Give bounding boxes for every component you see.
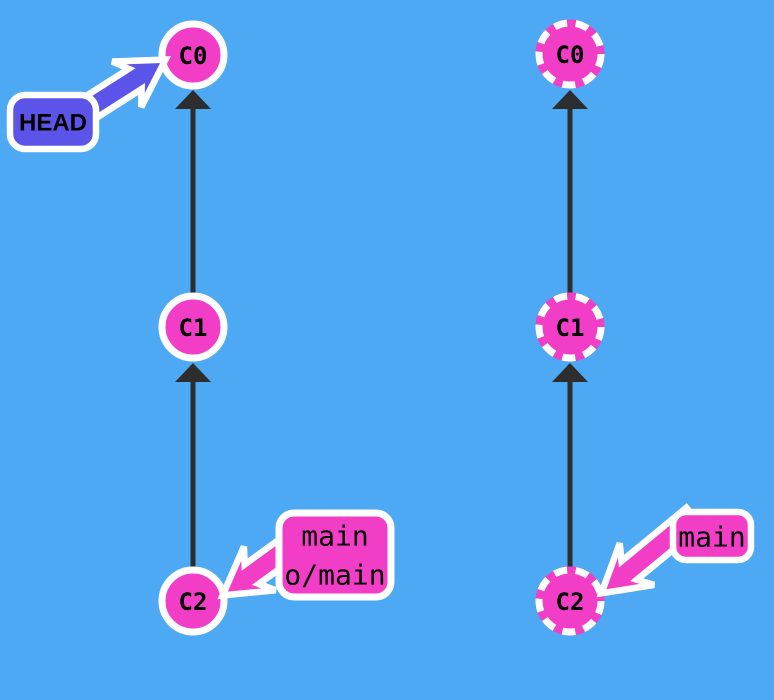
commit-node-right-c0 xyxy=(535,19,605,89)
commit-node-right-c1 xyxy=(535,292,605,362)
branch-badge-label-omain: o/main xyxy=(284,559,385,592)
commit-label: C2 xyxy=(556,588,585,616)
edge-arrowhead-icon xyxy=(552,90,588,109)
branch-badge-main-omain xyxy=(275,509,395,601)
branch-badge-label-main: main xyxy=(678,521,745,554)
commit-label: C0 xyxy=(556,41,585,69)
commit-label: C1 xyxy=(556,314,585,342)
branch-badge-main xyxy=(669,508,755,564)
branch-badge-label-main: main xyxy=(301,520,368,553)
commit-node-left-c0 xyxy=(158,20,228,90)
commit-node-left-c2 xyxy=(158,566,228,636)
edge-arrowhead-icon xyxy=(175,363,211,382)
edge-arrowhead-icon xyxy=(552,363,588,382)
head-badge xyxy=(6,91,100,153)
commit-label: C1 xyxy=(179,314,208,342)
commit-node-left-c1 xyxy=(158,292,228,362)
head-badge-label: HEAD xyxy=(19,110,87,137)
commit-node-right-c2 xyxy=(535,566,605,636)
commit-label: C0 xyxy=(179,42,208,70)
edge-arrowhead-icon xyxy=(175,90,211,109)
commit-label: C2 xyxy=(179,588,208,616)
